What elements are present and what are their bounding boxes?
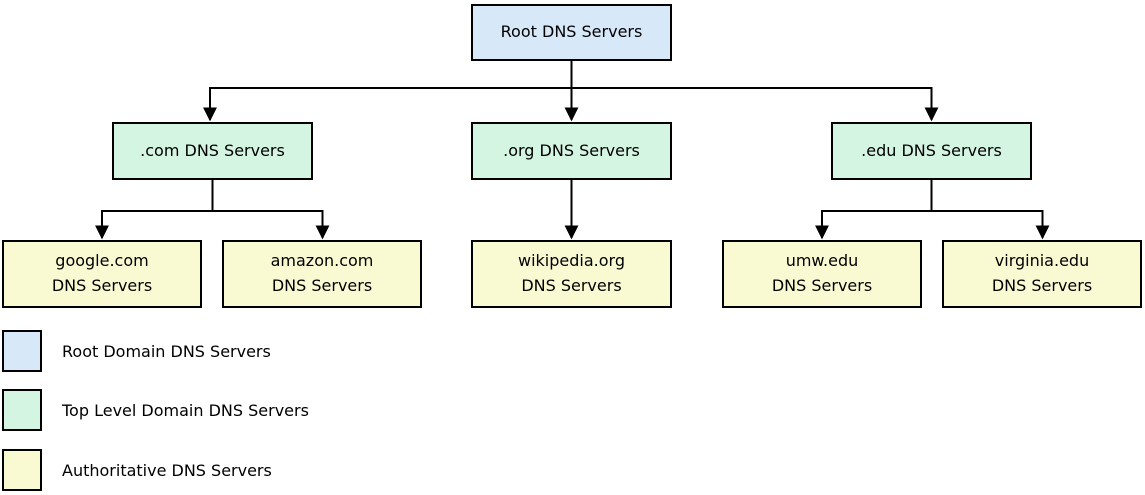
legend-item-top-level-domain: Top Level Domain DNS Servers <box>2 389 309 431</box>
legend-swatch-authoritative <box>2 449 42 491</box>
legend-item-root-domain: Root Domain DNS Servers <box>2 330 271 372</box>
node-amazon-dns-servers: amazon.com DNS Servers <box>222 240 422 308</box>
legend-swatch-top-level-domain <box>2 389 42 431</box>
connector-edu-bus <box>821 179 1044 212</box>
node-google-dns-servers: google.com DNS Servers <box>2 240 202 308</box>
legend-label-authoritative: Authoritative DNS Servers <box>62 460 272 480</box>
node-virginia-dns-servers: virginia.edu DNS Servers <box>942 240 1142 308</box>
legend-swatch-root-domain <box>2 330 42 372</box>
node-org-dns-servers: .org DNS Servers <box>471 122 672 180</box>
connector-com-bus <box>101 179 324 212</box>
legend-label-root-domain: Root Domain DNS Servers <box>62 341 271 361</box>
node-wikipedia-dns-servers: wikipedia.org DNS Servers <box>471 240 672 308</box>
node-umw-dns-servers: umw.edu DNS Servers <box>722 240 922 308</box>
node-com-dns-servers: .com DNS Servers <box>112 122 313 180</box>
node-edu-dns-servers: .edu DNS Servers <box>831 122 1032 180</box>
connector-root-bus <box>209 60 933 89</box>
legend-item-authoritative: Authoritative DNS Servers <box>2 449 272 491</box>
node-root-dns-servers: Root DNS Servers <box>471 4 672 61</box>
legend-label-top-level-domain: Top Level Domain DNS Servers <box>62 400 309 420</box>
